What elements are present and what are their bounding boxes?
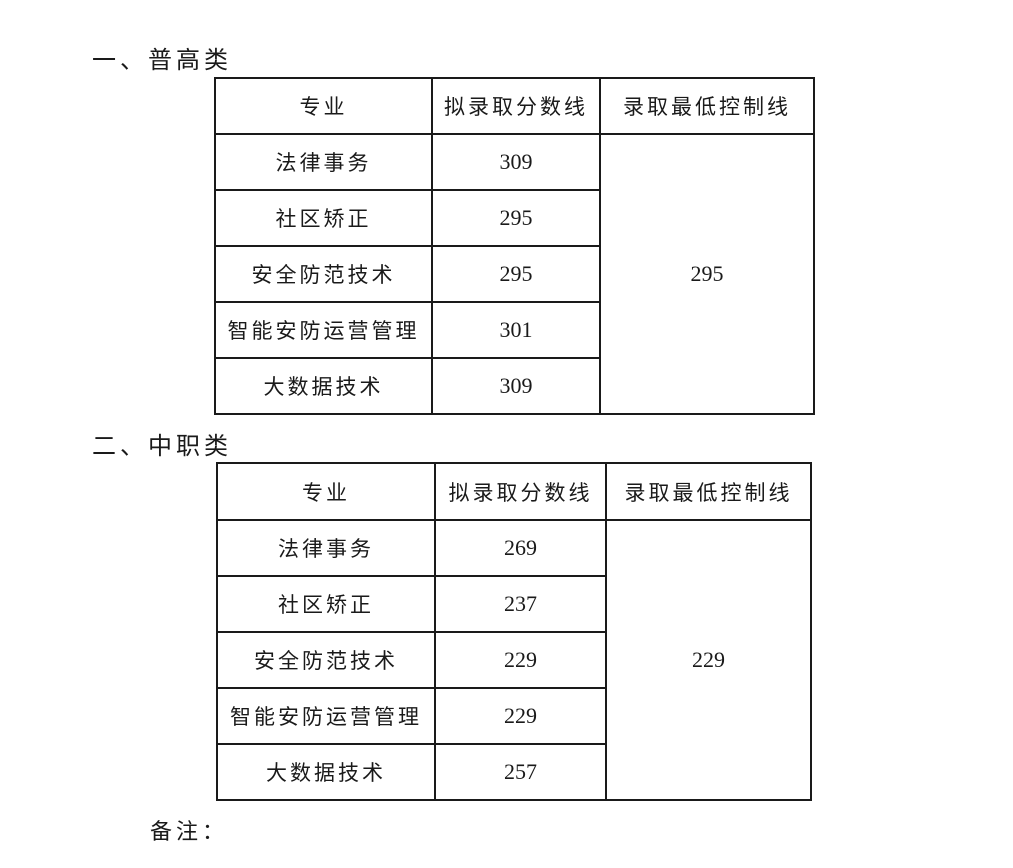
major-name: 法律事务 (214, 133, 433, 191)
proposed-score: 229 (434, 631, 607, 689)
major-name: 法律事务 (216, 519, 436, 577)
table-header-row: 专业 拟录取分数线 录取最低控制线 (216, 462, 812, 521)
table-row: 社区矫正 295 (214, 189, 814, 247)
table-row: 社区矫正 237 (216, 575, 811, 633)
section-title-general-high-school: 一、普高类 (92, 46, 232, 74)
section-title-vocational: 二、中职类 (92, 432, 232, 460)
proposed-score: 269 (434, 519, 607, 577)
table-row: 智能安防运营管理 229 (216, 687, 811, 745)
proposed-score: 229 (434, 687, 607, 745)
table-row: 大数据技术 257 (216, 743, 811, 801)
proposed-score: 301 (431, 301, 601, 359)
header-major: 专业 (214, 77, 433, 135)
proposed-score: 295 (431, 189, 601, 247)
table-row: 大数据技术 309 (214, 357, 814, 415)
min-control-line-value: 295 (599, 133, 815, 415)
note-label: 备注： (150, 820, 229, 845)
header-proposed-score: 拟录取分数线 (434, 462, 607, 521)
table-row: 安全防范技术 295 (214, 245, 814, 303)
proposed-score: 309 (431, 133, 601, 191)
min-control-line-value: 229 (605, 519, 812, 801)
major-name: 社区矫正 (216, 575, 436, 633)
major-name: 大数据技术 (214, 357, 433, 415)
header-min-control-line: 录取最低控制线 (599, 77, 815, 135)
header-min-control-line: 录取最低控制线 (605, 462, 812, 521)
table-row: 法律事务 269 229 (216, 519, 812, 801)
proposed-score: 295 (431, 245, 601, 303)
table-header-row: 专业 拟录取分数线 录取最低控制线 (214, 77, 815, 135)
major-name: 智能安防运营管理 (214, 301, 433, 359)
major-name: 安全防范技术 (214, 245, 433, 303)
proposed-score: 237 (434, 575, 607, 633)
major-name: 智能安防运营管理 (216, 687, 436, 745)
header-major: 专业 (216, 462, 436, 521)
proposed-score: 309 (431, 357, 601, 415)
table-row: 法律事务 309 295 (214, 133, 815, 415)
proposed-score: 257 (434, 743, 607, 801)
table-row: 智能安防运营管理 301 (214, 301, 814, 359)
major-name: 社区矫正 (214, 189, 433, 247)
table-row: 安全防范技术 229 (216, 631, 811, 689)
major-name: 安全防范技术 (216, 631, 436, 689)
major-name: 大数据技术 (216, 743, 436, 801)
vocational-score-table: 专业 拟录取分数线 录取最低控制线 法律事务 269 229 社区矫正 237 … (216, 462, 812, 801)
general-high-school-score-table: 专业 拟录取分数线 录取最低控制线 法律事务 309 295 社区矫正 295 … (214, 77, 815, 415)
header-proposed-score: 拟录取分数线 (431, 77, 601, 135)
